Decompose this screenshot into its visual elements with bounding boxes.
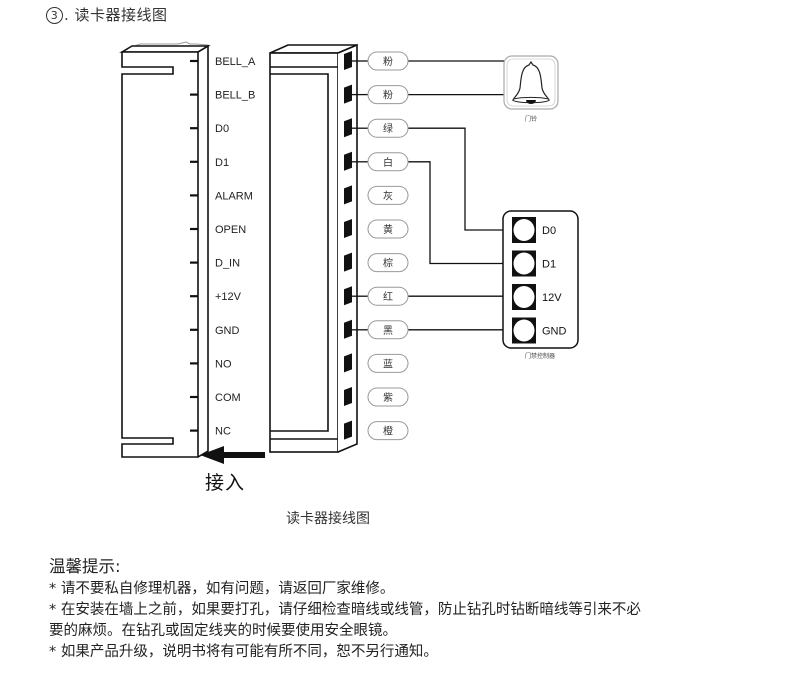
terminal-label: GND: [542, 326, 567, 338]
pin-label: +12V: [215, 291, 242, 303]
insert-label: 接入: [205, 472, 246, 494]
terminal-label: D0: [542, 225, 556, 237]
wire-color-label: 棕: [383, 257, 393, 270]
wire: [408, 127, 503, 231]
pin-block: [344, 51, 352, 70]
terminal-screw: [513, 286, 535, 308]
pin-block: [344, 219, 352, 238]
pin-block: [344, 387, 352, 406]
pin-block: [344, 286, 352, 306]
wire-color-label: 粉: [383, 55, 393, 68]
pin-label: BELL_A: [215, 56, 256, 68]
wire-color-pill: [367, 51, 409, 71]
terminal-label: D1: [542, 259, 556, 271]
pin-block: [344, 420, 352, 440]
wire-color-label: 紫: [383, 392, 393, 404]
tip-line: * 在安装在墙上之前，如果要打孔，请仔细检查暗线或线管，防止钻孔时钻断暗线等引来…: [49, 602, 641, 618]
pin-label: D_IN: [215, 258, 240, 270]
wire-color-label: 粉: [383, 89, 393, 102]
terminal-screw: [513, 319, 535, 342]
pin-label: D0: [215, 123, 229, 135]
wire-color-pill: [367, 118, 409, 138]
tip-line: * 请不要私自修理机器，如有问题，请返回厂家维修。: [49, 581, 395, 597]
bell-label: 门铃: [525, 115, 537, 123]
diagram-caption: 读卡器接线图: [286, 511, 370, 527]
wiring-diagram: BELL_ABELL_BD0D1ALARMOPEND_IN+12VGNDNOCO…: [119, 41, 579, 464]
pin-label: BELL_B: [215, 90, 255, 102]
wire-color-pill: [367, 253, 409, 273]
pin-label: NC: [215, 426, 231, 438]
wire-color-pill: [367, 219, 409, 239]
wire-color-pill: [367, 85, 409, 105]
wire-color-pill: [367, 387, 409, 407]
wire-color-pill: [367, 185, 409, 205]
section-title: 3. 读卡器接线图: [46, 4, 168, 25]
reader-connector: [119, 41, 211, 458]
pin-block: [344, 353, 352, 373]
pin-label: OPEN: [215, 224, 246, 236]
bell-icon: [512, 60, 550, 104]
pin-block: [344, 84, 352, 104]
wire-color-pill: [367, 152, 409, 172]
reader-pin-ticks: [190, 59, 198, 432]
wire-color-label: 橙: [383, 425, 393, 438]
section-number: 3: [46, 7, 63, 24]
insert-arrow-icon: [200, 446, 265, 464]
wire-color-pill: [367, 353, 409, 373]
pin-block: [344, 252, 352, 272]
wire-color-label: 灰: [383, 189, 393, 202]
wire-color-label: 黄: [383, 223, 393, 236]
door-bell: 门铃: [503, 55, 559, 123]
pin-label: COM: [215, 392, 241, 404]
terminal-screw: [513, 252, 535, 275]
wire-color-pill: [367, 286, 409, 306]
controller-label: 门禁控制器: [525, 352, 555, 360]
pin-block: [344, 319, 352, 339]
pin-label: NO: [215, 358, 232, 370]
harness-pin-blocks: [344, 51, 352, 440]
pin-label: D1: [215, 157, 229, 169]
terminal-screw: [513, 219, 535, 241]
wire-color-label: 红: [383, 290, 393, 303]
tips-heading: 温馨提示:: [49, 557, 121, 576]
wire: [408, 161, 503, 265]
pin-label: ALARM: [215, 190, 253, 202]
section-title-text: . 读卡器接线图: [64, 6, 168, 24]
wire-color-label: 黑: [383, 325, 393, 337]
pin-block: [344, 151, 352, 171]
tip-line: 要的麻烦。在钻孔或固定线夹的时候要使用安全眼镜。: [49, 623, 397, 639]
terminal-label: 12V: [542, 292, 562, 304]
wire-color-label: 白: [383, 156, 393, 169]
wires: [352, 60, 504, 331]
tip-line: * 如果产品升级，说明书将有可能有所不同，恕不另行通知。: [49, 644, 438, 660]
wire-color-label: 蓝: [383, 358, 393, 370]
wire-color-label: 绿: [383, 122, 393, 135]
pin-label: GND: [215, 325, 240, 337]
harness-connector: [269, 43, 358, 453]
wire-color-pill: [367, 320, 409, 340]
pin-block: [344, 185, 352, 205]
pin-block: [344, 118, 352, 138]
tips-section: 温馨提示: * 请不要私自修理机器，如有问题，请返回厂家维修。 * 在安装在墙上…: [49, 556, 779, 663]
wire-color-pill: [367, 421, 409, 441]
